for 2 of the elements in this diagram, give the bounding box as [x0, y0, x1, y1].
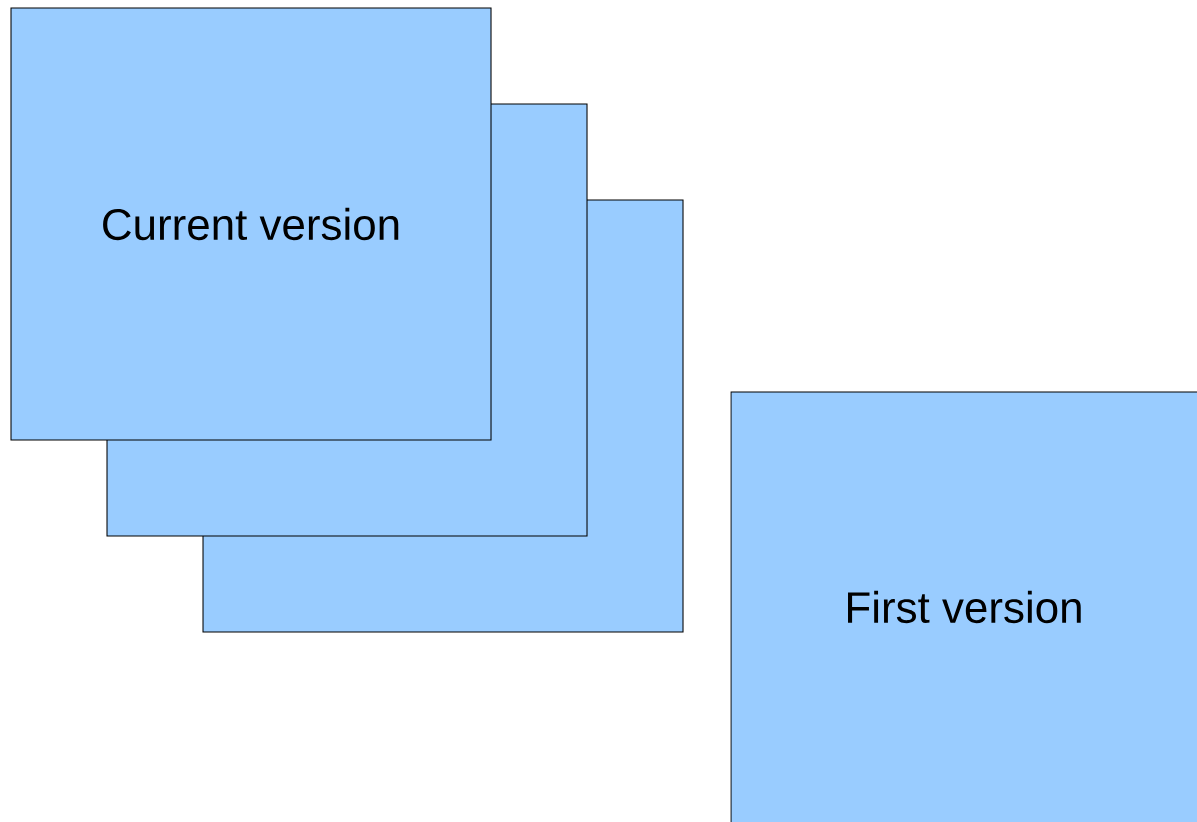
version-box: Current version [10, 7, 492, 441]
version-box: First version [730, 391, 1197, 822]
